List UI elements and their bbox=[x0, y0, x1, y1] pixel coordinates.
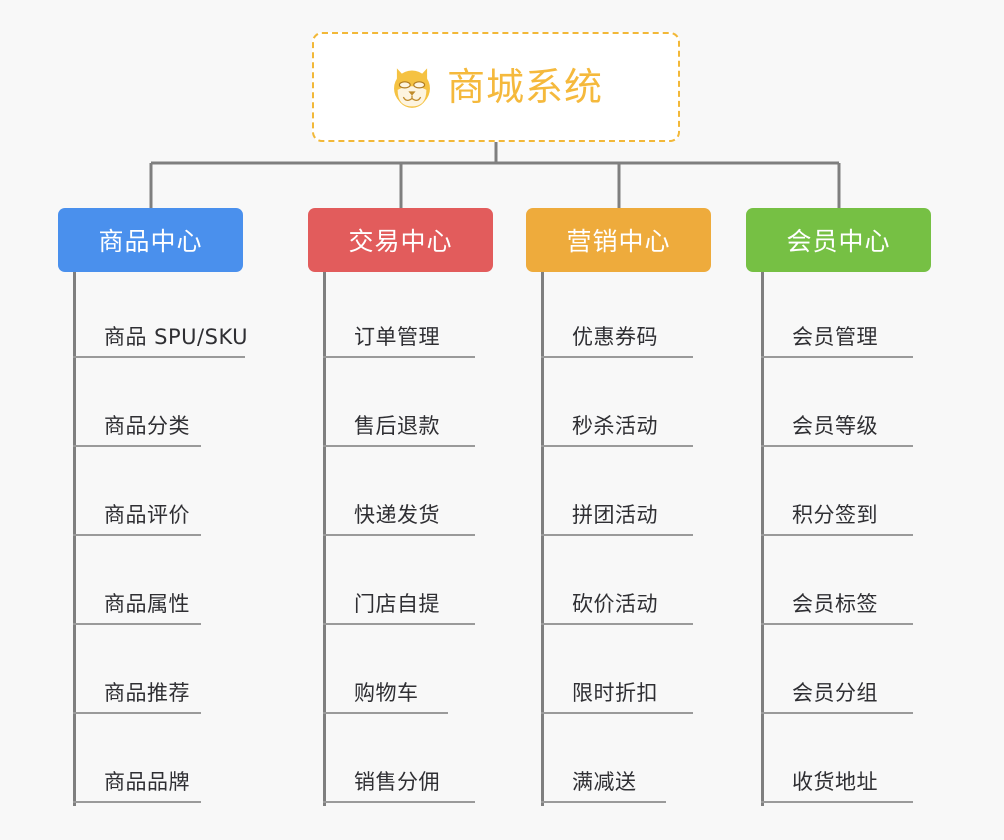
leaf-item-underline bbox=[761, 445, 913, 447]
category-column-member-center: 会员中心会员管理会员等级积分签到会员标签会员分组收货地址 bbox=[746, 208, 931, 806]
leaf-item-label: 积分签到 bbox=[792, 503, 878, 527]
leaf-item-label: 商品推荐 bbox=[104, 681, 190, 705]
leaf-item-underline bbox=[761, 356, 913, 358]
leaf-item-underline bbox=[761, 712, 913, 714]
leaf-item[interactable]: 商品评价 bbox=[58, 450, 243, 539]
leaf-item-underline bbox=[541, 534, 693, 536]
leaf-item[interactable]: 拼团活动 bbox=[526, 450, 711, 539]
leaf-item-label: 订单管理 bbox=[354, 325, 440, 349]
leaf-item[interactable]: 秒杀活动 bbox=[526, 361, 711, 450]
leaf-item-underline bbox=[541, 623, 693, 625]
leaf-item[interactable]: 订单管理 bbox=[308, 272, 493, 361]
leaf-item-label: 会员分组 bbox=[792, 681, 878, 705]
leaf-item-underline bbox=[323, 356, 475, 358]
leaf-item-label: 售后退款 bbox=[354, 414, 440, 438]
leaf-item-label: 会员等级 bbox=[792, 414, 878, 438]
leaf-item[interactable]: 收货地址 bbox=[746, 717, 931, 806]
category-header-marketing-center[interactable]: 营销中心 bbox=[526, 208, 711, 272]
root-node[interactable]: 商城系统 bbox=[312, 32, 680, 142]
leaf-item[interactable]: 优惠券码 bbox=[526, 272, 711, 361]
category-header-trade-center[interactable]: 交易中心 bbox=[308, 208, 493, 272]
leaf-item[interactable]: 商品分类 bbox=[58, 361, 243, 450]
leaf-item-underline bbox=[761, 801, 913, 803]
leaf-item[interactable]: 砍价活动 bbox=[526, 539, 711, 628]
category-header-label: 营销中心 bbox=[566, 227, 671, 256]
leaf-item-underline bbox=[761, 623, 913, 625]
leaf-list-product-center: 商品 SPU/SKU 商品分类商品评价商品属性商品推荐商品品牌 bbox=[58, 272, 248, 806]
leaf-item-underline bbox=[761, 534, 913, 536]
leaf-item-underline bbox=[73, 712, 201, 714]
root-title: 商城系统 bbox=[446, 65, 603, 109]
leaf-list-trade-center: 订单管理售后退款快递发货门店自提购物车销售分佣 bbox=[308, 272, 493, 806]
leaf-item[interactable]: 商品品牌 bbox=[58, 717, 243, 806]
leaf-item[interactable]: 会员管理 bbox=[746, 272, 931, 361]
category-header-product-center[interactable]: 商品中心 bbox=[58, 208, 243, 272]
category-column-trade-center: 交易中心订单管理售后退款快递发货门店自提购物车销售分佣 bbox=[308, 208, 493, 806]
leaf-item-label: 购物车 bbox=[354, 681, 419, 705]
leaf-item-label: 收货地址 bbox=[792, 770, 878, 794]
leaf-item-label: 秒杀活动 bbox=[572, 414, 658, 438]
leaf-item-label: 门店自提 bbox=[354, 592, 440, 616]
leaf-item-label: 拼团活动 bbox=[572, 503, 658, 527]
leaf-item[interactable]: 商品属性 bbox=[58, 539, 243, 628]
leaf-item-label: 限时折扣 bbox=[572, 681, 658, 705]
leaf-item-underline bbox=[541, 445, 693, 447]
leaf-item-underline bbox=[323, 801, 475, 803]
leaf-item-label: 会员管理 bbox=[792, 325, 878, 349]
category-column-marketing-center: 营销中心优惠券码秒杀活动拼团活动砍价活动限时折扣满减送 bbox=[526, 208, 711, 806]
leaf-item-label: 商品属性 bbox=[104, 592, 190, 616]
leaf-item-underline bbox=[323, 712, 448, 714]
leaf-item[interactable]: 快递发货 bbox=[308, 450, 493, 539]
leaf-item-label: 会员标签 bbox=[792, 592, 878, 616]
shiba-dog-face-icon bbox=[394, 68, 430, 108]
leaf-item-label: 快递发货 bbox=[354, 503, 440, 527]
category-header-label: 商品中心 bbox=[98, 227, 203, 256]
leaf-item-underline bbox=[541, 801, 666, 803]
leaf-item-label: 商品评价 bbox=[104, 503, 190, 527]
category-column-product-center: 商品中心商品 SPU/SKU 商品分类商品评价商品属性商品推荐商品品牌 bbox=[58, 208, 248, 806]
column-spine-product-center bbox=[73, 272, 76, 806]
leaf-list-member-center: 会员管理会员等级积分签到会员标签会员分组收货地址 bbox=[746, 272, 931, 806]
leaf-item-underline bbox=[323, 623, 475, 625]
leaf-item-label: 商品品牌 bbox=[104, 770, 190, 794]
leaf-item-underline bbox=[73, 356, 245, 358]
leaf-item-underline bbox=[73, 623, 201, 625]
column-spine-trade-center bbox=[323, 272, 326, 806]
leaf-item-underline bbox=[73, 534, 201, 536]
leaf-item-underline bbox=[323, 445, 475, 447]
leaf-item-label: 销售分佣 bbox=[354, 770, 440, 794]
leaf-item[interactable]: 满减送 bbox=[526, 717, 711, 806]
leaf-item[interactable]: 会员分组 bbox=[746, 628, 931, 717]
leaf-item[interactable]: 限时折扣 bbox=[526, 628, 711, 717]
column-spine-member-center bbox=[761, 272, 764, 806]
leaf-item[interactable]: 商品 SPU/SKU bbox=[58, 272, 248, 361]
leaf-item[interactable]: 会员等级 bbox=[746, 361, 931, 450]
leaf-item[interactable]: 销售分佣 bbox=[308, 717, 493, 806]
leaf-item[interactable]: 会员标签 bbox=[746, 539, 931, 628]
category-header-member-center[interactable]: 会员中心 bbox=[746, 208, 931, 272]
leaf-item-underline bbox=[323, 534, 475, 536]
leaf-item-underline bbox=[541, 712, 693, 714]
leaf-item[interactable]: 门店自提 bbox=[308, 539, 493, 628]
leaf-item-label: 优惠券码 bbox=[572, 325, 658, 349]
column-spine-marketing-center bbox=[541, 272, 544, 806]
category-header-label: 交易中心 bbox=[348, 227, 453, 256]
leaf-item[interactable]: 积分签到 bbox=[746, 450, 931, 539]
leaf-item-label: 满减送 bbox=[572, 770, 637, 794]
leaf-list-marketing-center: 优惠券码秒杀活动拼团活动砍价活动限时折扣满减送 bbox=[526, 272, 711, 806]
leaf-item-underline bbox=[73, 801, 201, 803]
leaf-item-label: 商品 SPU/SKU bbox=[104, 325, 249, 349]
category-header-label: 会员中心 bbox=[786, 227, 891, 256]
leaf-item-underline bbox=[73, 445, 201, 447]
leaf-item-label: 砍价活动 bbox=[572, 592, 658, 616]
leaf-item[interactable]: 售后退款 bbox=[308, 361, 493, 450]
leaf-item-underline bbox=[541, 356, 693, 358]
leaf-item[interactable]: 商品推荐 bbox=[58, 628, 243, 717]
leaf-item-label: 商品分类 bbox=[104, 414, 190, 438]
leaf-item[interactable]: 购物车 bbox=[308, 628, 493, 717]
